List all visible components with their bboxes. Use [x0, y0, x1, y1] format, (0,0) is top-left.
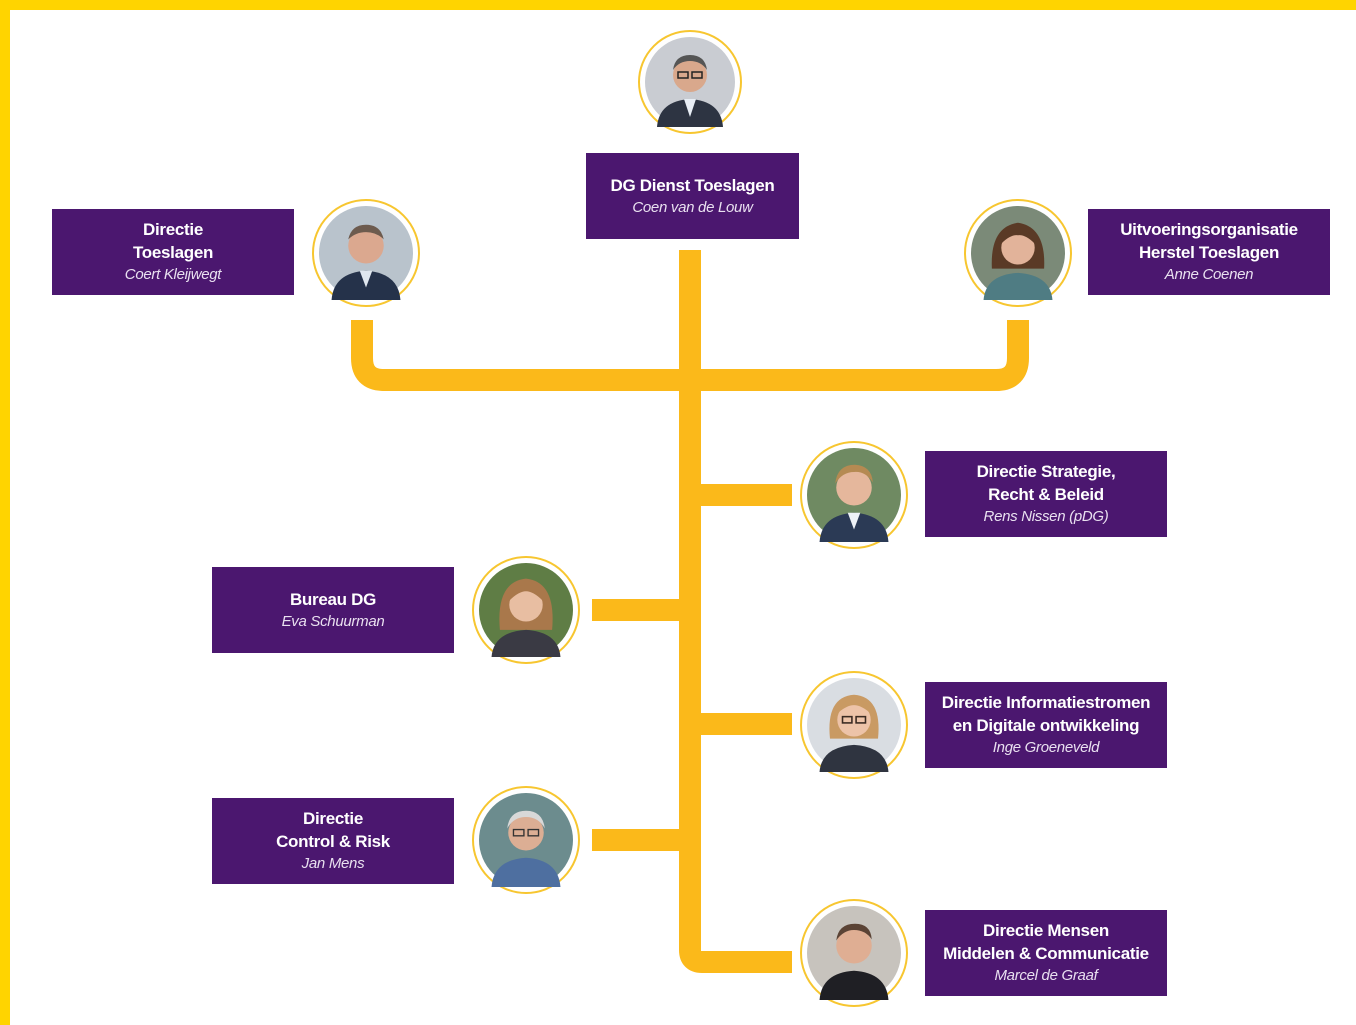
bureau-box: Bureau DG Eva Schuurman: [212, 567, 454, 653]
strategie-title-2: Recht & Beleid: [988, 485, 1104, 504]
top-branch-line: [351, 320, 1029, 391]
herstel-avatar: [964, 199, 1072, 307]
herstel-title-2: Herstel Toeslagen: [1138, 243, 1280, 262]
person-photo-icon: [319, 206, 413, 300]
mensen-box: Directie Mensen Middelen & Communicatie …: [925, 910, 1167, 996]
mensen-title-2: Middelen & Communicatie: [943, 944, 1149, 963]
dg-title: DG Dienst Toeslagen: [610, 175, 775, 195]
person-photo-icon: [807, 678, 901, 772]
person-photo-icon: [807, 448, 901, 542]
person-photo-icon: [807, 906, 901, 1000]
informatie-title-2: en Digitale ontwikkeling: [952, 716, 1140, 735]
strategie-box: Directie Strategie, Recht & Beleid Rens …: [925, 451, 1167, 537]
informatie-avatar: [800, 671, 908, 779]
person-photo-icon: [479, 563, 573, 657]
herstel-name: Anne Coenen: [1164, 266, 1254, 283]
person-photo-icon: [479, 793, 573, 887]
toeslagen-box: Directie Toeslagen Coert Kleijwegt: [52, 209, 294, 295]
toeslagen-title-2: Toeslagen: [132, 243, 214, 262]
dg-name: Coen van de Louw: [632, 198, 753, 216]
toeslagen-name: Coert Kleijwegt: [124, 266, 222, 283]
mensen-title-1: Directie Mensen: [983, 921, 1109, 940]
mensen-name: Marcel de Graaf: [994, 967, 1098, 984]
control-title-1: Directie: [303, 809, 363, 828]
strategie-avatar: [800, 441, 908, 549]
control-box: Directie Control & Risk Jan Mens: [212, 798, 454, 884]
toeslagen-avatar: [312, 199, 420, 307]
strategie-title-1: Directie Strategie,: [976, 462, 1116, 481]
herstel-box: Uitvoeringsorganisatie Herstel Toeslagen…: [1088, 209, 1330, 295]
control-name: Jan Mens: [301, 855, 365, 872]
trunk-line: [679, 250, 792, 973]
bureau-title: Bureau DG: [289, 589, 377, 609]
person-photo-icon: [971, 206, 1065, 300]
person-photo-icon: [645, 37, 735, 127]
control-avatar: [472, 786, 580, 894]
connector-lines: [351, 250, 1029, 973]
control-title-2: Control & Risk: [276, 832, 390, 851]
bureau-name: Eva Schuurman: [281, 612, 385, 630]
dg-avatar: [638, 30, 742, 134]
informatie-title-1: Directie Informatiestromen: [941, 693, 1151, 712]
mensen-avatar: [800, 899, 908, 1007]
org-chart: DG Dienst Toeslagen Coen van de Louw Dir…: [10, 10, 1356, 1025]
dg-box: DG Dienst Toeslagen Coen van de Louw: [586, 153, 799, 239]
informatie-name: Inge Groeneveld: [992, 739, 1100, 756]
herstel-title-1: Uitvoeringsorganisatie: [1120, 220, 1298, 239]
informatie-box: Directie Informatiestromen en Digitale o…: [925, 682, 1167, 768]
strategie-name: Rens Nissen (pDG): [983, 508, 1109, 525]
bureau-avatar: [472, 556, 580, 664]
toeslagen-title-1: Directie: [143, 220, 203, 239]
